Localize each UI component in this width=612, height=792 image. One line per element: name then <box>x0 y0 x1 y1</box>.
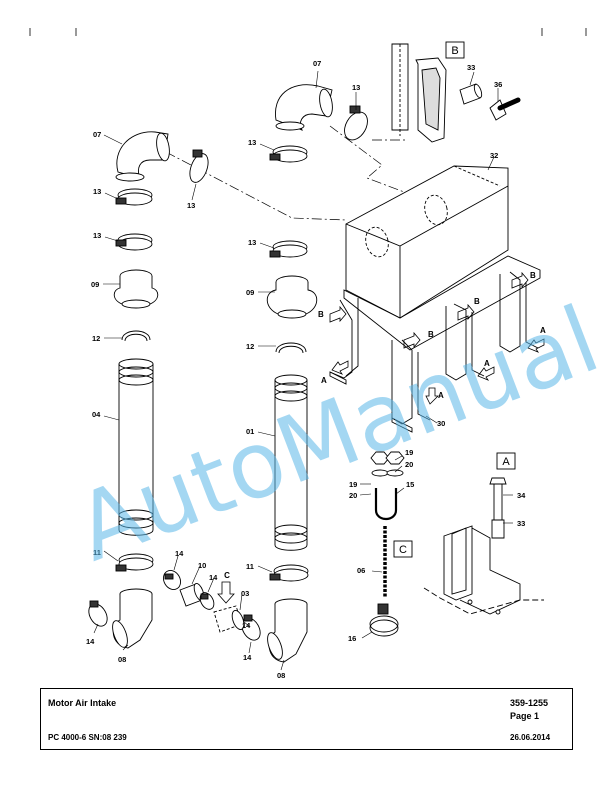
callout-13-reducer: 14 <box>242 621 251 630</box>
view-label-b: B <box>445 41 465 59</box>
svg-text:A: A <box>502 456 510 468</box>
arrow-letter-a2: A <box>484 359 490 368</box>
callout-13-center-a: 13 <box>352 83 360 92</box>
svg-text:C: C <box>399 544 407 556</box>
callout-32: 32 <box>490 151 498 160</box>
revision-date: 26.06.2014 <box>510 733 551 742</box>
svg-text:B: B <box>451 45 458 57</box>
callout-07-left: 07 <box>93 130 101 139</box>
callout-30: 30 <box>437 419 445 428</box>
callout-13-center-c: 13 <box>248 238 256 247</box>
center-sleeve-09 <box>266 275 318 319</box>
callout-09-left: 09 <box>91 280 99 289</box>
center-clamp-11 <box>269 564 309 582</box>
drawing-title: Motor Air Intake <box>48 698 117 708</box>
callout-08-left: 08 <box>118 655 126 664</box>
callout-14-reducer-b: 14 <box>209 573 218 582</box>
callout-15: 15 <box>406 480 414 489</box>
callout-10: 10 <box>198 561 206 570</box>
center-clamp-14 <box>241 614 261 641</box>
arrow-letter-c: C <box>224 571 230 580</box>
left-pipe-04 <box>118 358 154 536</box>
callout-11-left: 11 <box>93 548 101 557</box>
arrow-letter-a4: A <box>438 391 444 400</box>
callout-08-center: 08 <box>277 671 285 680</box>
watermark: AutoManual <box>63 286 612 582</box>
view-c-detail <box>369 451 405 637</box>
view-a-detail <box>423 477 544 615</box>
connection-lines <box>165 125 421 221</box>
callout-13-left-c: 13 <box>187 201 195 210</box>
center-elbow-07 <box>275 84 333 131</box>
callout-20-right: 20 <box>405 460 413 469</box>
left-clamp-14 <box>88 600 108 627</box>
left-clamp-13b <box>115 188 153 206</box>
leader-lines <box>93 70 513 671</box>
callout-11-center: 11 <box>246 562 254 571</box>
view-b-detail <box>391 43 521 143</box>
callout-33-a: 33 <box>517 519 525 528</box>
view-label-a: A <box>496 452 516 470</box>
arrow-letter-b2: B <box>428 330 434 339</box>
callout-14-center: 14 <box>243 653 252 662</box>
callout-12-center: 12 <box>246 342 254 351</box>
left-clamp-13a <box>189 149 209 183</box>
callout-12-left: 12 <box>92 334 100 343</box>
callout-03: 03 <box>241 589 249 598</box>
center-pipe-01 <box>274 374 308 551</box>
arrow-letter-a3: A <box>540 326 546 335</box>
left-ring-12 <box>121 330 151 342</box>
page-number: Page 1 <box>510 711 540 721</box>
callout-07-center: 07 <box>313 59 321 68</box>
tank-32 <box>345 165 509 319</box>
view-arrow-c <box>217 581 235 604</box>
left-elbow-07 <box>115 131 170 182</box>
callout-33-b: 33 <box>467 63 475 72</box>
callout-labels: 07 13 13 09 12 04 11 14 08 13 07 13 13 1… <box>86 59 526 680</box>
tank-view-arrows <box>329 271 545 405</box>
view-label-c: C <box>393 540 413 558</box>
callout-01: 01 <box>246 427 254 436</box>
callout-09-center: 09 <box>246 288 254 297</box>
callout-16: 16 <box>348 634 356 643</box>
center-clamp-13e <box>269 145 308 163</box>
center-clamp-13f <box>269 240 308 258</box>
callout-19-right: 19 <box>405 448 413 457</box>
left-clamp-11 <box>115 553 154 572</box>
left-elbow-08 <box>112 588 153 649</box>
reducer-assembly-10-03 <box>163 570 245 633</box>
callout-14-reducer-a: 14 <box>175 549 184 558</box>
title-block: Motor Air Intake 359-1255 Page 1 PC 4000… <box>40 688 573 750</box>
doc-number: 359-1255 <box>510 698 549 708</box>
callout-06: 06 <box>357 566 365 575</box>
crop-marks <box>29 28 587 36</box>
left-clamp-13c <box>115 233 153 251</box>
arrow-letter-b3: B <box>474 297 480 306</box>
callout-13-left-a: 13 <box>93 187 101 196</box>
arrow-letter-b4: B <box>530 271 536 280</box>
machine-serial: PC 4000-6 SN:08 239 <box>48 733 127 742</box>
center-elbow-08 <box>267 598 308 663</box>
callout-19-left: 19 <box>349 480 357 489</box>
callout-13-left-b: 13 <box>93 231 101 240</box>
arrow-letter-a1: A <box>321 376 327 385</box>
callout-36: 36 <box>494 80 502 89</box>
callout-34: 34 <box>517 491 526 500</box>
arrow-letter-b1: B <box>318 310 324 319</box>
left-sleeve-09 <box>113 269 159 309</box>
callout-04: 04 <box>92 410 101 419</box>
callout-13-center-b: 13 <box>248 138 256 147</box>
center-ring-12 <box>275 342 307 354</box>
callout-14-left: 14 <box>86 637 95 646</box>
callout-20-left: 20 <box>349 491 357 500</box>
center-clamp-13d <box>344 105 368 141</box>
